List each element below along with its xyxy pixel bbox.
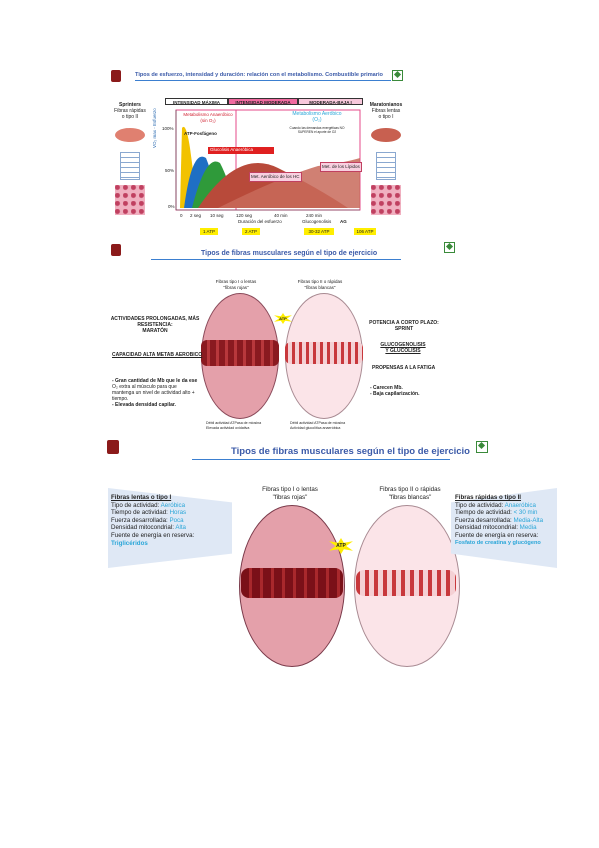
x-tick: 120 seg <box>236 213 253 218</box>
y-tick: 50% <box>165 168 175 173</box>
x-axis-label: Duración del esfuerzo <box>238 219 282 224</box>
header-max-intensity: INTENSIDAD MÁXIMA <box>165 98 228 105</box>
glucolisis-label: Glucolisis Anaeróbica <box>208 147 274 154</box>
fiber2-label: Fibras tipo II o rápidas"fibras blancas" <box>297 279 343 290</box>
slow-fiber-panel <box>108 488 232 568</box>
title-rule <box>151 259 401 260</box>
corner-logo-icon <box>476 441 488 453</box>
corner-logo-icon <box>392 70 403 81</box>
tissue-icon <box>371 185 401 215</box>
y-tick: 100% <box>162 126 174 131</box>
section1-title: Tipos de esfuerzo, intensidad y duración… <box>135 72 383 78</box>
fiber-section-icon <box>376 152 396 180</box>
right-bullets: - Carecen Mb.- Baja capilarización. <box>370 385 420 397</box>
aerobic-label: Metabolismo Aeróbico(O₂) <box>292 111 342 123</box>
hc-metabolism-label: Met. Aeróbico de los HC <box>249 172 302 182</box>
fast-fiber-panel <box>451 488 557 568</box>
white-fiber-band <box>356 570 456 596</box>
x-tick: 10 seg <box>210 213 224 218</box>
left-capacity: CAPACIDAD ALTA METAB AEROBICO <box>112 352 203 358</box>
marathoners-label: Maratonianos Fibras lentas o tipo I <box>369 102 403 120</box>
fast-fiber-info: Fibras rápidas o tipo II Tipo de activid… <box>455 494 544 546</box>
section2-title: Tipos de fibras musculares según el tipo… <box>201 250 378 257</box>
left-bullets: - Gran cantidad de Mb que le da ese O₂ e… <box>112 378 198 408</box>
white-fiber-band <box>285 342 363 364</box>
atp-burst-icon: ATP <box>274 313 292 324</box>
fiber2-label: Fibras tipo II o rápidas"fibras blancas" <box>379 486 441 501</box>
tissue-icon <box>115 185 145 215</box>
atp-box: 106 ATP <box>354 228 376 235</box>
right-heading: POTENCIA A CORTO PLAZO:SPRINT <box>369 320 439 332</box>
red-fiber-band <box>241 568 343 598</box>
atp-box: 30-32 ATP <box>304 228 334 235</box>
fiber1-label: Fibras tipo I o lentas"fibras rojas" <box>262 486 318 501</box>
anaerobic-label: Metabolismo Anaeróbico(sin O₂) <box>183 112 233 123</box>
red-fiber-band <box>201 340 279 366</box>
slow-fiber-info: Fibras lentas o tipo I Tipo de actividad… <box>111 494 195 547</box>
university-logo <box>107 440 119 454</box>
glucogenolisis-label: Glucogenolisis <box>302 219 332 224</box>
muscle-icon <box>115 128 145 142</box>
sprinters-label: Sprinters Fibras rápidas o tipo II <box>114 102 146 120</box>
x-tick: 0 <box>180 213 183 218</box>
header-low-intensity: MODERADA-BAJA I <box>298 98 363 105</box>
atp-fosfageno-label: ATP-Fosfágeno <box>184 131 217 136</box>
title-rule <box>135 80 391 81</box>
x-tick: 40 min <box>274 213 288 218</box>
x-tick: 240 min <box>306 213 323 218</box>
fiber1-label: Fibras tipo I o lentas"fibras rojas" <box>215 279 257 290</box>
ag-label: AG <box>340 219 347 224</box>
y-axis-label: VO₂ max - Esfuerzo <box>152 108 157 148</box>
y-tick: 0% <box>168 204 175 209</box>
x-tick: 2 seg <box>190 213 202 218</box>
atp-box: 2 ATP <box>242 228 260 235</box>
left-heading: ACTIVIDADES PROLONGADAS, MÁS RESISTENCIA… <box>110 316 200 334</box>
header-moderate-intensity: INTENSIDAD MODERADA <box>228 98 298 105</box>
lipid-metabolism-label: Met. de los Lípidos <box>320 162 362 172</box>
atp-box: 1 ATP <box>200 228 218 235</box>
university-logo <box>111 70 121 82</box>
title-rule <box>192 459 450 460</box>
fiber-section-icon <box>120 152 140 180</box>
section3-title: Tipos de fibras musculares según el tipo… <box>231 446 470 457</box>
university-logo <box>111 244 121 256</box>
right-fatigue: PROPENSAS A LA FATIGA <box>372 365 436 371</box>
aerobic-note: Cuando las demandas energéticas NO SUPER… <box>289 126 345 134</box>
corner-logo-icon <box>444 242 455 253</box>
muscle-icon <box>371 128 401 142</box>
